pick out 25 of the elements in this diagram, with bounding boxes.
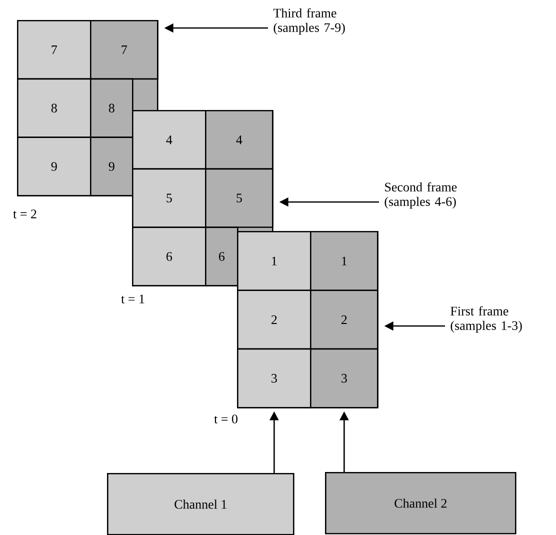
grid-cell: 1	[310, 231, 378, 291]
grid-cell: 8	[17, 78, 92, 138]
grid-cell: 1	[237, 231, 312, 291]
grid-cell: 8	[90, 78, 134, 138]
grid-cell: 4	[132, 110, 206, 170]
grid-cell: 9	[17, 136, 92, 196]
grid-cell: 2	[310, 290, 378, 350]
grid-cell: 6	[132, 226, 206, 286]
grid-cell: 9	[90, 136, 134, 196]
grid-cell: 3	[237, 348, 312, 408]
grid-cell: 6	[205, 226, 238, 286]
channel-box: Channel 2	[325, 472, 516, 534]
grid-cell: 5	[132, 168, 206, 228]
time-label: t = 2	[13, 210, 36, 218]
channel-box: Channel 1	[107, 473, 294, 535]
time-label: t = 1	[121, 294, 144, 304]
frame-label: Second frame (samples 4-6)	[384, 182, 457, 209]
grid-cell: 7	[90, 20, 158, 80]
grid-cell: 3	[310, 348, 378, 408]
grid-cell: 4	[205, 110, 274, 170]
grid-cell: 2	[237, 290, 312, 350]
grid-cell: 7	[17, 20, 92, 80]
frame-label: Third frame (samples 7-9)	[273, 8, 345, 35]
frame-label: First frame (samples 1-3)	[450, 306, 522, 333]
time-label: t = 0	[214, 414, 238, 424]
